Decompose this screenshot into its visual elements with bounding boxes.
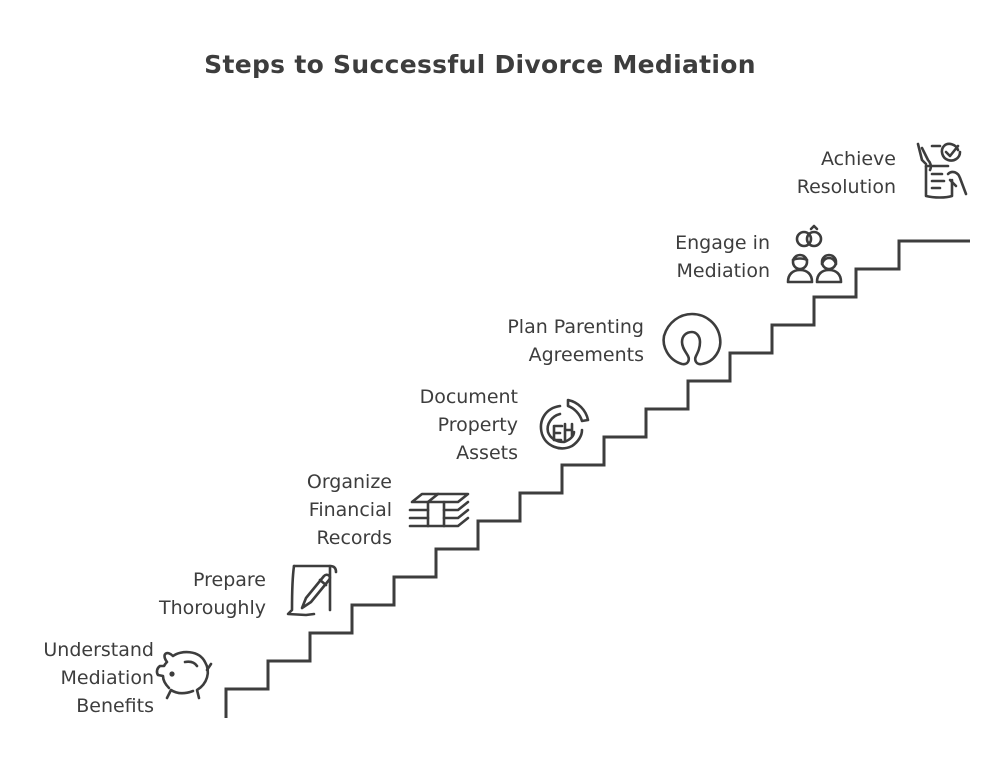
step-label-plan-parenting-agreements: Plan Parenting Agreements [507,313,644,369]
diagram-title: Steps to Successful Divorce Mediation [204,50,756,79]
label-line: Records [316,527,392,549]
label-line: Document [419,386,518,408]
label-line: Understand [43,639,154,661]
label-line: Agreements [528,344,644,366]
label-line: Thoroughly [159,597,266,619]
label-line: Benefits [76,695,154,717]
label-line: Plan Parenting [507,316,644,338]
staircase-line [224,239,970,718]
label-line: Resolution [796,176,896,198]
step-label-document-property-assets: Document Property Assets [420,383,518,467]
label-line: Assets [456,442,518,464]
label-line: Financial [308,499,392,521]
horseshoe-icon [662,312,722,366]
label-line: Engage in [675,232,770,254]
property-chart-icon [539,398,590,450]
step-label-understand-mediation-benefits: Understand Mediation Benefits [43,636,154,720]
couple-rings-icon [786,224,843,284]
step-label-prepare-thoroughly: Prepare Thoroughly [159,566,266,622]
step-label-engage-in-mediation: Engage in Mediation [675,229,770,285]
label-line: Prepare [193,569,266,591]
label-line: Mediation [676,260,770,282]
label-line: Property [437,414,518,436]
label-line: Achieve [820,148,896,170]
step-label-achieve-resolution: Achieve Resolution [797,145,896,201]
piggy-bank-icon [155,650,213,700]
money-stack-icon [408,492,470,528]
step-label-organize-financial-records: Organize Financial Records [307,468,392,552]
document-pen-icon [286,564,338,617]
signed-agreement-icon [916,142,968,199]
label-line: Organize [306,471,392,493]
label-line: Mediation [60,667,154,689]
